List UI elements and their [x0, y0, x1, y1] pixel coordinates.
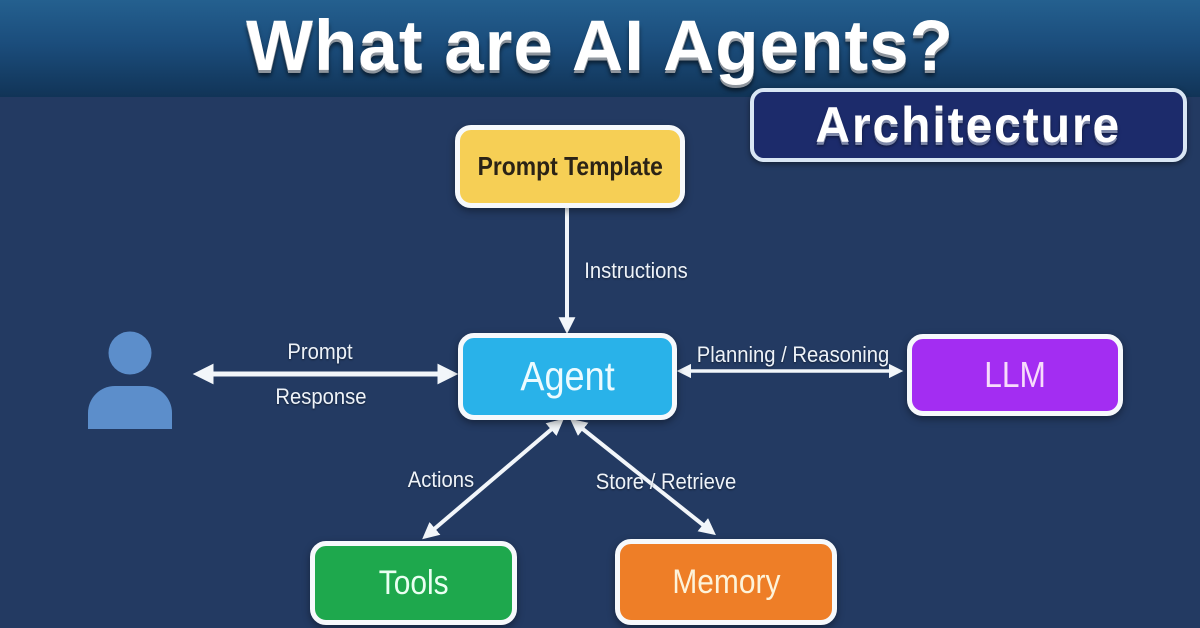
- agent-tools-arrow: [422, 418, 564, 540]
- edge-label-actions: Actions: [407, 467, 475, 492]
- agent-memory-arrow: [570, 418, 716, 536]
- node-memory-label: Memory: [671, 562, 781, 601]
- architecture-badge-label: Architecture: [815, 97, 1122, 153]
- node-agent-label: Agent: [520, 353, 615, 399]
- node-tools-label: Tools: [378, 563, 449, 602]
- edge-label-prompt: Prompt: [287, 339, 353, 364]
- node-llm-label: LLM: [984, 354, 1046, 395]
- title-banner: What are AI Agents?: [0, 0, 1200, 97]
- node-tools: Tools: [310, 541, 517, 625]
- architecture-badge: Architecture: [750, 88, 1187, 162]
- edge-label-planning-reasoning: Planning / Reasoning: [696, 342, 890, 367]
- node-agent: Agent: [458, 333, 677, 420]
- edge-label-instructions: Instructions: [584, 258, 688, 283]
- user-icon: [88, 331, 172, 429]
- node-llm: LLM: [907, 334, 1123, 416]
- node-memory: Memory: [615, 539, 837, 625]
- node-prompt-template: Prompt Template: [455, 125, 685, 208]
- page-title: What are AI Agents?: [245, 7, 955, 86]
- edge-label-store-retrieve: Store / Retrieve: [595, 469, 737, 494]
- node-prompt-template-label: Prompt Template: [477, 151, 663, 181]
- edge-label-response: Response: [275, 384, 367, 409]
